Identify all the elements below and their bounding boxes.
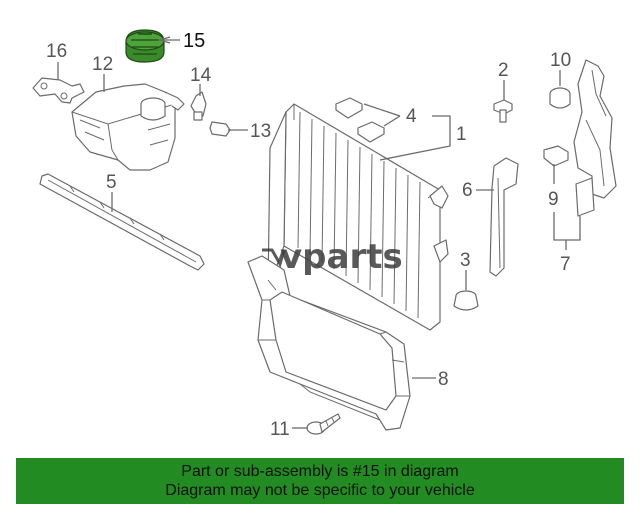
- part-5-seal-strip[interactable]: [39, 173, 205, 271]
- watermark-logo: vparts: [262, 237, 403, 277]
- part-9-block[interactable]: [543, 145, 569, 167]
- part-2-bolt[interactable]: [493, 99, 513, 123]
- leader-lines: [57, 36, 581, 429]
- part-16-bracket[interactable]: [32, 77, 85, 104]
- callout-11[interactable]: 11: [270, 419, 290, 440]
- callout-13[interactable]: 13: [250, 121, 271, 142]
- parts-diagram: vparts 15 16 12 14 13 5 4 1 2 10 6 3 9: [32, 29, 617, 440]
- part-13-pin[interactable]: [209, 121, 231, 137]
- part-6-side-bracket[interactable]: [489, 157, 519, 277]
- callout-6[interactable]: 6: [462, 180, 473, 201]
- callout-labels: 15 16 12 14 13 5 4 1 2 10 6 3 9 7 8 11: [46, 30, 571, 440]
- callout-2[interactable]: 2: [498, 60, 509, 81]
- part-11-screw[interactable]: [306, 413, 341, 435]
- part-1-radiator[interactable]: [267, 103, 449, 331]
- part-15-cap[interactable]: [125, 29, 165, 63]
- part-14-sensor[interactable]: [190, 91, 207, 121]
- callout-5[interactable]: 5: [106, 172, 117, 193]
- part-4-clips[interactable]: [335, 97, 385, 143]
- info-banner: Part or sub-assembly is #15 in diagram D…: [16, 458, 624, 504]
- banner-line-2: Diagram may not be specific to your vehi…: [165, 482, 475, 499]
- callout-16[interactable]: 16: [46, 41, 67, 62]
- callout-8[interactable]: 8: [438, 369, 449, 390]
- part-3-rubber-mount[interactable]: [453, 290, 479, 311]
- part-10-grommet[interactable]: [549, 87, 571, 109]
- callout-9[interactable]: 9: [548, 189, 559, 210]
- callout-4[interactable]: 4: [406, 106, 417, 127]
- part-12-expansion-tank[interactable]: [71, 83, 185, 171]
- callout-15[interactable]: 15: [183, 30, 205, 52]
- part-7-air-duct[interactable]: [573, 59, 617, 217]
- callout-14[interactable]: 14: [190, 65, 212, 86]
- callout-1[interactable]: 1: [456, 124, 467, 145]
- callout-10[interactable]: 10: [550, 50, 571, 71]
- callout-7[interactable]: 7: [560, 254, 571, 275]
- callout-3[interactable]: 3: [460, 250, 471, 271]
- banner-line-1: Part or sub-assembly is #15 in diagram: [181, 463, 459, 480]
- part-8-shroud-frame[interactable]: [247, 255, 411, 431]
- watermark-text: vparts: [280, 237, 403, 277]
- callout-12[interactable]: 12: [92, 54, 113, 75]
